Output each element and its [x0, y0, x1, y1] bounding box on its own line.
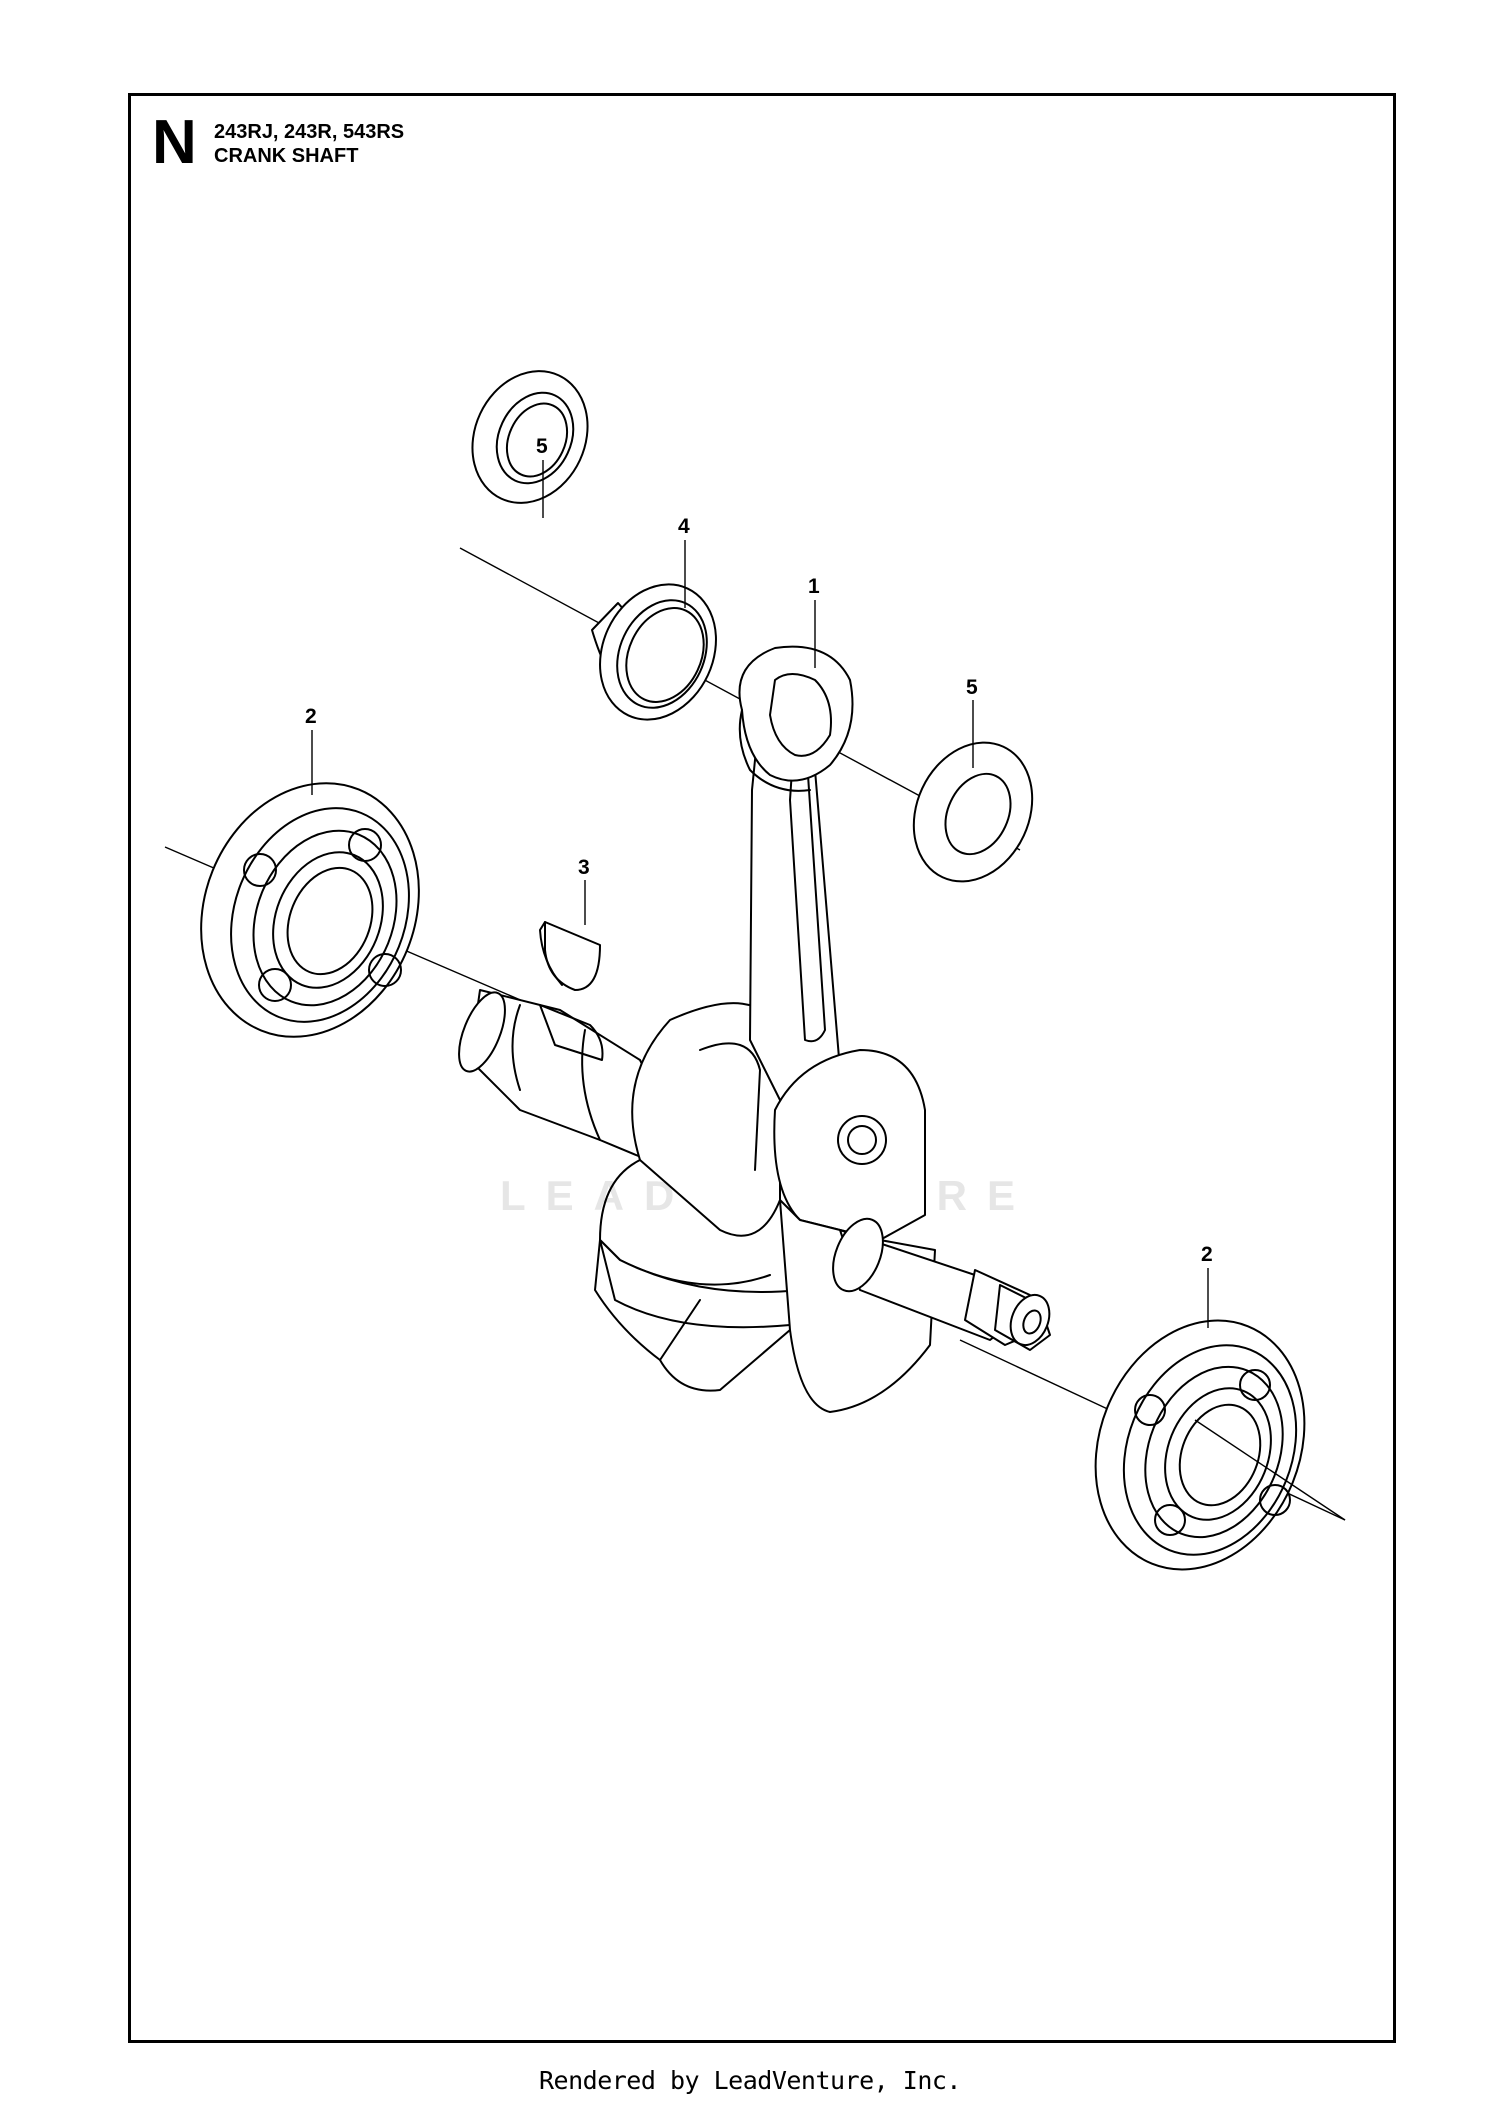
model-numbers: 243RJ, 243R, 543RS [214, 121, 405, 143]
footer-credit: Rendered by LeadVenture, Inc. [539, 2066, 962, 2095]
connecting-rod [738, 645, 854, 1103]
needle-bearing [591, 583, 717, 721]
callout-3: 3 [578, 856, 590, 879]
thrust-washer-top [471, 370, 589, 504]
page-title: CRANK SHAFT [214, 145, 359, 167]
thrust-washer-right [912, 741, 1034, 883]
callout-2-right: 2 [1201, 1243, 1213, 1266]
callout-5-right: 5 [966, 676, 978, 699]
callout-4: 4 [678, 515, 690, 538]
callout-5-top: 5 [536, 435, 548, 458]
ball-bearing-left [200, 782, 420, 1038]
ball-bearing-right [1094, 1319, 1346, 1571]
woodruff-key [539, 921, 601, 991]
diagram-frame [128, 93, 1396, 2043]
callout-1: 1 [808, 575, 820, 598]
callout-2-left: 2 [305, 705, 317, 728]
section-letter: N [152, 108, 197, 177]
crankshaft [458, 645, 1051, 1413]
